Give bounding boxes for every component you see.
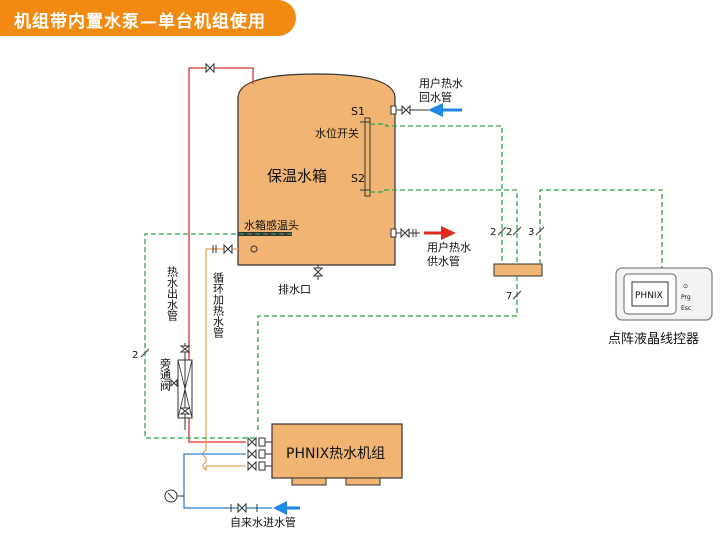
bypass-label: 旁通阀 — [159, 357, 172, 392]
level-switch-label: 水位开关 — [315, 126, 359, 140]
drain-label: 排水口 — [278, 282, 311, 296]
junction-box — [493, 263, 543, 277]
return-label-2: 回水管 — [419, 90, 452, 104]
storage-tank — [237, 73, 396, 266]
valve-drain — [312, 267, 324, 277]
diagram-title: 机组带内置水泵—单台机组使用 — [14, 12, 266, 32]
control-wires — [144, 123, 663, 439]
controller-label: 点阵液晶线控器 — [608, 332, 699, 347]
sensor-s1-label: S1 — [351, 105, 365, 118]
heat-pump-unit — [271, 423, 403, 479]
valve-top — [205, 62, 215, 74]
hot-water-out-pipe — [188, 67, 254, 443]
wire-count-a: 2 — [490, 227, 496, 238]
wire-count-d: 7 — [506, 291, 512, 302]
title-badge: 机组带内置水泵—单台机组使用 — [0, 0, 296, 36]
wire-count-c: 3 — [528, 227, 534, 238]
return-label-1: 用户热水 — [419, 76, 463, 90]
controller-screen-text: PHNIX — [635, 291, 663, 301]
wire-count-left: 2 — [132, 350, 138, 361]
supply-label-1: 用户热水 — [427, 240, 471, 254]
circulation-pipe — [202, 248, 246, 472]
inlet-label: 自来水进水管 — [230, 515, 296, 529]
hot-out-label: 热水出水管 — [166, 266, 179, 322]
valve-circ — [212, 243, 233, 255]
unit-label: PHNIX热水机组 — [286, 446, 385, 462]
valve-return — [401, 104, 411, 116]
valve-supply — [400, 227, 410, 239]
tank-label: 保温水箱 — [267, 167, 327, 185]
bypass-valve-assembly — [170, 343, 193, 430]
controller-btn-1: ⊙ — [683, 283, 688, 290]
temp-probe-port — [250, 245, 258, 253]
controller-btn-3: Esc — [681, 305, 691, 312]
temp-probe-label: 水箱感温头 — [244, 218, 299, 232]
circ-label: 循环加热水管 — [212, 272, 225, 339]
level-switch-tube — [364, 117, 371, 197]
cold-inlet-pipe — [183, 453, 272, 509]
supply-label-2: 供水管 — [427, 254, 460, 268]
controller-btn-2: Prg — [681, 294, 691, 301]
wire-count-b: 2 — [506, 227, 512, 238]
sensor-s2-label: S2 — [351, 172, 365, 185]
unit-connection-valves — [247, 436, 272, 472]
wire-controller: PHNIX ⊙ Prg Esc — [615, 267, 713, 321]
hot-out-char-1: 热水出水管 — [166, 266, 179, 322]
wire-ticks — [140, 226, 545, 358]
valve-inlet — [230, 502, 258, 514]
